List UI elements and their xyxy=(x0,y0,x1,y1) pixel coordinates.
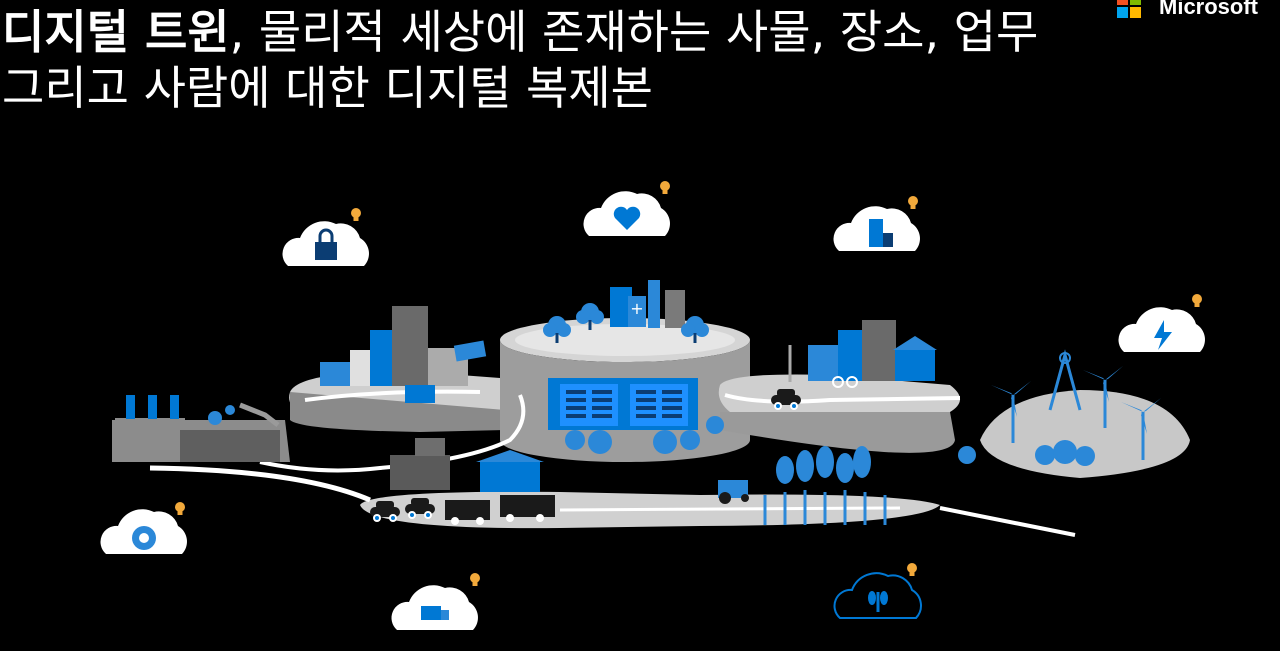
microsoft-logo: Microsoft xyxy=(1117,0,1280,26)
delivery-truck-cloud-icon xyxy=(391,573,480,630)
lightning-cloud-icon xyxy=(1118,294,1205,352)
title-line2: 그리고 사람에 대한 디지털 복제본 xyxy=(2,61,653,115)
svg-text:+: + xyxy=(630,299,643,318)
city-buildings xyxy=(320,306,487,403)
logistics xyxy=(370,438,555,525)
slide-title: 디지털 트윈, 물리적 세상에 존재하는 사물, 장소, 업무 그리고 사람에 … xyxy=(2,4,1212,116)
security-cloud-icon xyxy=(282,208,369,266)
heart-cloud-icon xyxy=(583,181,670,236)
wind-farm xyxy=(958,349,1161,466)
agriculture-cloud-icon xyxy=(833,563,922,619)
title-bold: 디지털 트윈 xyxy=(2,5,230,59)
microsoft-wordmark: Microsoft xyxy=(1159,0,1258,19)
maintenance-cloud-icon xyxy=(100,502,187,554)
town xyxy=(771,320,937,410)
factory xyxy=(115,395,280,462)
title-line1-rest: , 물리적 세상에 존재하는 사물, 장소, 업무 xyxy=(229,5,1039,59)
hospital-complex: + xyxy=(543,280,709,343)
farm xyxy=(718,446,887,525)
data-center xyxy=(548,378,724,454)
building-cloud-icon xyxy=(833,196,920,251)
